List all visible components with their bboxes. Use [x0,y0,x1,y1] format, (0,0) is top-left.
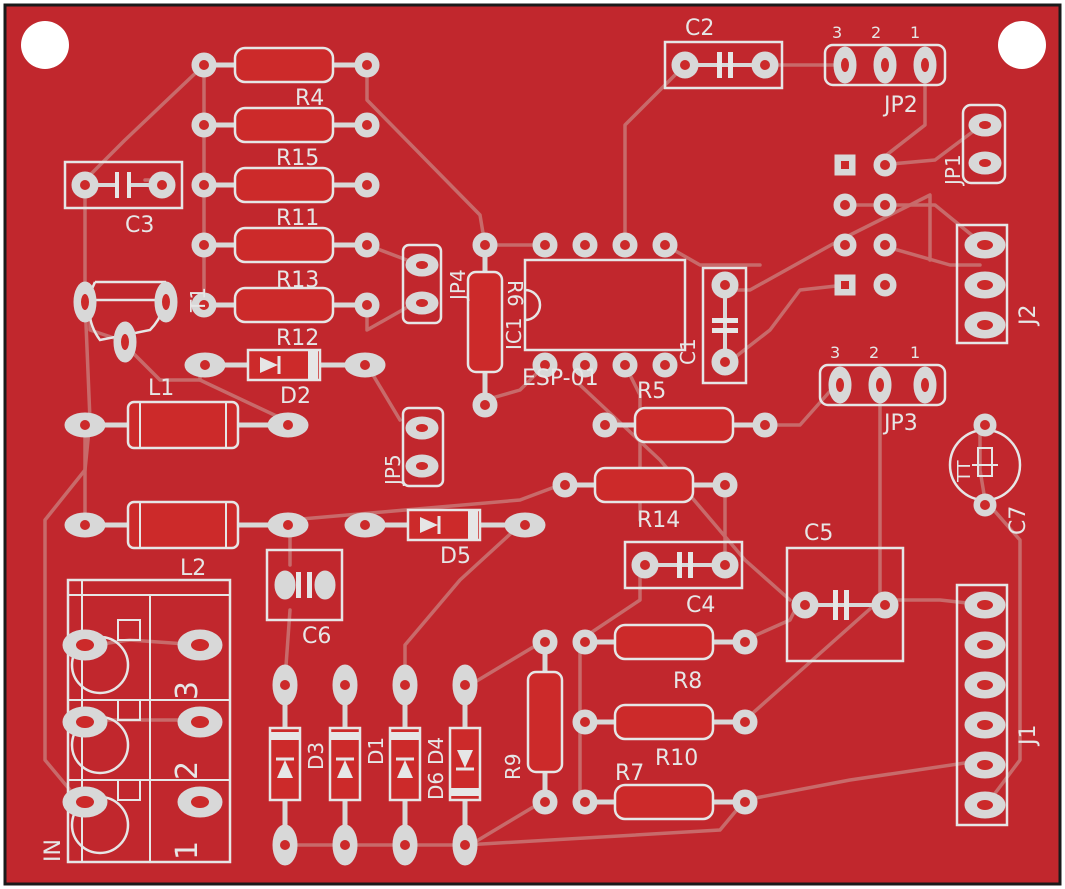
resistor-r6 [466,232,504,418]
resistor-r13 [191,226,380,264]
resistor-r15 [191,106,380,144]
label-l2: L2 [180,556,206,581]
ic1-esp01-footprint [523,232,687,378]
connector-j2 [955,223,1009,345]
diode-d6 [388,664,422,866]
label-d5: D5 [440,544,471,569]
label-jp3-pin-3: 3 [830,343,840,362]
label-jp2-pin-3: 3 [832,23,842,42]
transistor-t1 [73,280,178,363]
label-r11: R11 [276,206,319,231]
label-jp2-pin-1: 1 [910,23,920,42]
label-c3: C3 [125,213,154,238]
resistor-r11 [191,166,380,204]
label-jp5: JP5 [381,454,405,487]
label-r8: R8 [673,669,702,694]
label-ic1: IC1 [502,317,526,350]
jumper-jp1 [961,103,1007,185]
resistor-r14 [552,466,738,504]
inductor-l2 [64,500,309,550]
label-t1: T1 [186,287,210,313]
label-terminal-3: 3 [170,681,205,700]
label-r9: R9 [501,753,525,780]
label-j2: J2 [1016,305,1041,328]
label-r5: R5 [637,379,666,404]
label-jp4: JP4 [446,269,470,302]
resistor-r10 [572,703,758,741]
silk-labels: R4 R15 R11 R13 R12 C3 T1 L1 L2 D2 JP4 IC… [41,16,1041,862]
jumper-jp2 [823,43,947,87]
diode-d2 [184,348,386,382]
label-r14: R14 [637,508,680,533]
label-d2: D2 [280,384,311,409]
label-r4: R4 [295,86,324,111]
diode-d4 [448,664,482,866]
label-esp01: ESP-01 [522,366,599,391]
label-jp3: JP3 [882,411,918,436]
label-r15: R15 [276,146,319,171]
resistor-r7 [572,783,758,821]
terminal-block-in [62,578,232,864]
mounting-hole [998,21,1046,69]
label-d1: D1 [364,737,388,765]
inductor-l1 [64,400,309,450]
jumper-jp4 [401,243,443,325]
diode-d1 [328,664,362,866]
label-d3: D3 [304,742,328,770]
label-in: IN [41,839,66,862]
label-r12: R12 [276,326,319,351]
label-r7: R7 [615,761,644,786]
label-c6: C6 [302,624,331,649]
label-l1: L1 [148,376,174,401]
label-jp3-pin-1: 1 [910,343,920,362]
capacitor-c2 [663,40,784,90]
label-r10: R10 [655,746,698,771]
label-jp3-pin-2: 2 [869,343,879,362]
capacitor-c3 [63,160,184,210]
label-d6: D6 [424,772,448,800]
resistor-r12 [191,286,380,324]
label-c2: C2 [685,16,714,41]
capacitor-c5 [785,546,905,663]
jumper-jp5 [401,406,445,488]
label-r6: R6 [503,280,527,307]
diode-d3 [268,664,302,866]
label-c4: C4 [686,593,715,618]
label-d4: D4 [424,737,448,765]
jumper-jp3 [818,363,947,407]
label-c5: C5 [804,521,833,546]
capacitor-c7 [948,413,1022,517]
capacitor-c4 [623,540,744,590]
label-c7: C7 [1006,506,1031,535]
label-r13: R13 [276,268,319,293]
label-tt: TT [954,459,975,483]
resistor-r9 [526,629,564,815]
label-jp2-pin-2: 2 [871,23,881,42]
mounting-hole [21,21,69,69]
label-jp1: JP1 [941,154,965,187]
capacitor-c1 [701,266,748,385]
diode-d5 [344,508,546,542]
label-terminal-2: 2 [170,761,205,780]
capacitor-c6 [265,548,344,622]
label-terminal-1: 1 [170,841,205,860]
esp-header-pads [833,153,897,297]
connector-j1 [955,583,1009,827]
resistor-r5 [592,406,778,444]
resistor-r8 [572,623,758,661]
label-c1: C1 [676,338,700,365]
label-jp2: JP2 [882,93,918,118]
label-j1: J1 [1016,725,1041,748]
resistor-r4 [191,46,380,84]
